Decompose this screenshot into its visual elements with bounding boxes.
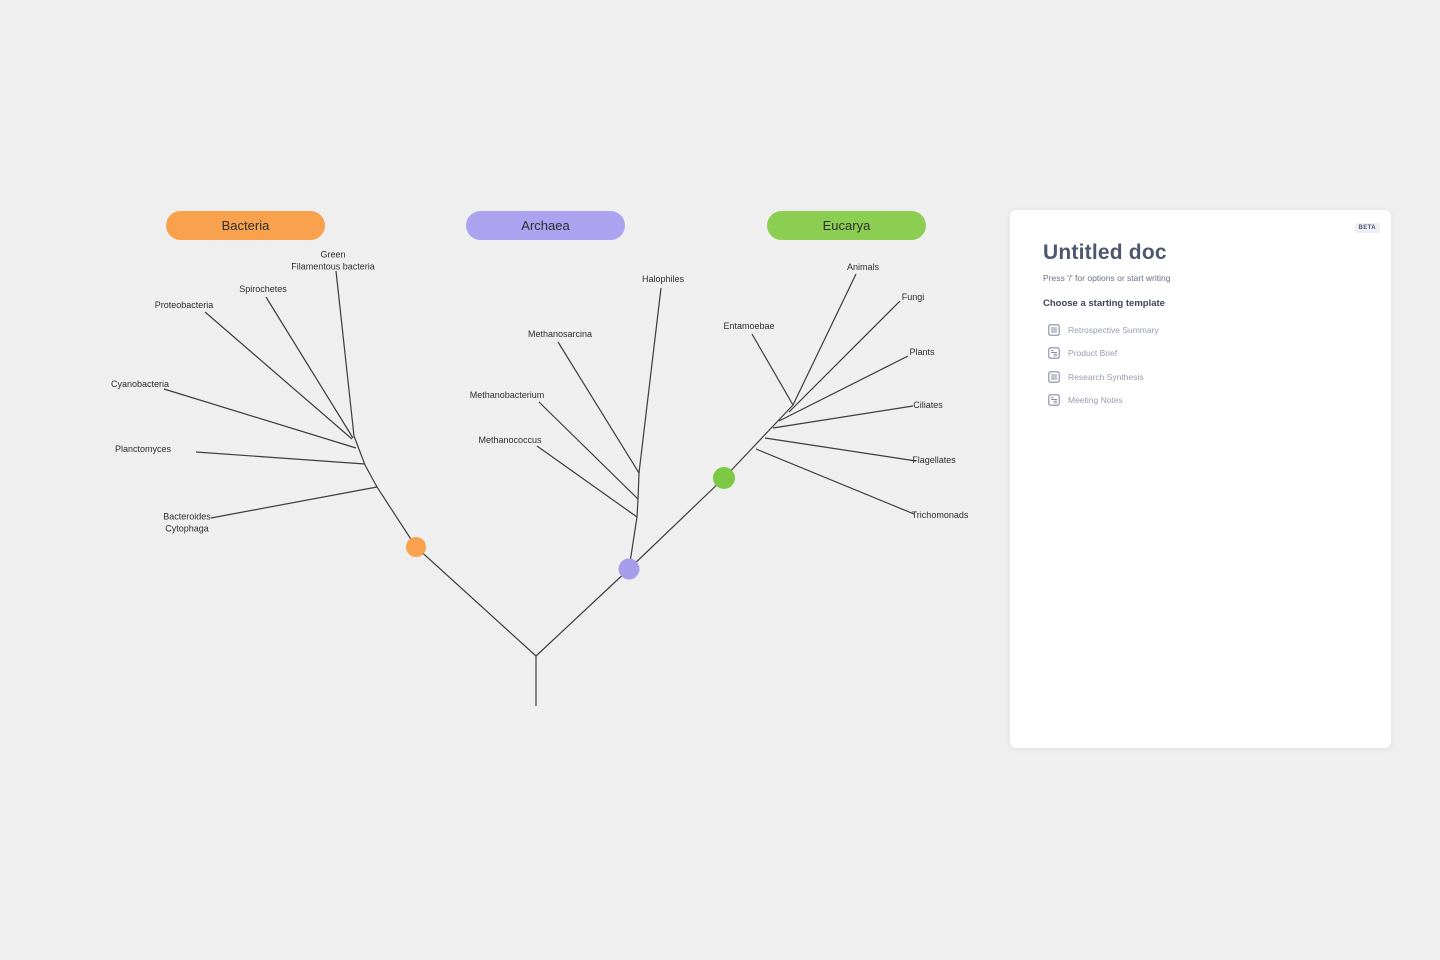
doc-title[interactable]: Untitled doc [1043, 241, 1167, 264]
domain-pill-bacteria[interactable]: Bacteria [166, 211, 325, 240]
taxon-label-green-filamentous[interactable]: Green Filamentous bacteria [291, 249, 375, 271]
domain-pill-eucarya[interactable]: Eucarya [767, 211, 926, 240]
taxon-label-flagellates[interactable]: Flagellates [912, 455, 956, 466]
taxon-label-ciliates[interactable]: Ciliates [913, 400, 943, 411]
templates-heading: Choose a starting template [1043, 298, 1165, 309]
archaea-node[interactable] [618, 558, 640, 580]
template-item-label: Product Brief [1068, 348, 1118, 359]
template-item-retrospective-summary[interactable]: Retrospective Summary [1043, 318, 1358, 342]
branch-trichomonads [755, 448, 915, 515]
bacteria-node[interactable] [406, 537, 426, 557]
document-lines-icon [1048, 324, 1060, 336]
branch-halophiles [638, 287, 662, 474]
taxon-label-bacteroides-cytophaga[interactable]: Bacteroides Cytophaga [163, 511, 211, 533]
branch-methanosarcina [557, 341, 640, 474]
taxon-label-proteobacteria[interactable]: Proteobacteria [154, 300, 214, 311]
branch-methanobacterium [538, 401, 639, 500]
template-list: Retrospective Summary Product Brief Rese… [1043, 318, 1358, 412]
branch-entamoebae [751, 333, 794, 406]
taxon-label-spirochetes[interactable]: Spirochetes [239, 284, 287, 295]
beta-badge: BETA [1354, 223, 1380, 233]
template-item-meeting-notes[interactable]: Meeting Notes [1043, 389, 1358, 413]
template-item-research-synthesis[interactable]: Research Synthesis [1043, 365, 1358, 389]
doc-editor-placeholder[interactable]: Press '/' for options or start writing [1043, 273, 1171, 283]
branch-flagellates [764, 437, 917, 462]
document-text-icon [1048, 394, 1060, 406]
taxon-label-animals[interactable]: Animals [846, 262, 880, 273]
domain-pill-archaea[interactable]: Archaea [466, 211, 625, 240]
taxon-label-methanobacterium[interactable]: Methanobacterium [469, 390, 545, 401]
branch-archaea-stem [628, 472, 640, 570]
taxon-label-methanosarcina[interactable]: Methanosarcina [527, 329, 593, 340]
branch-fungi [788, 300, 901, 413]
taxon-label-cyanobacteria[interactable]: Cyanobacteria [110, 379, 170, 390]
document-lines-icon [1048, 371, 1060, 383]
taxon-label-trichomonads[interactable]: Trichomonads [911, 510, 969, 521]
taxon-label-planctomyces[interactable]: Planctomyces [114, 444, 172, 455]
branch-cyanobacteria [163, 388, 357, 449]
branch-plants [778, 355, 909, 422]
branch-green-filamentous [335, 270, 355, 437]
template-item-product-brief[interactable]: Product Brief [1043, 342, 1358, 366]
tree-nodes [406, 467, 735, 580]
branch-bacteroides [210, 486, 378, 519]
branch-eucarya-stem [535, 404, 794, 657]
tree-branches [163, 270, 917, 706]
branch-proteobacteria [204, 311, 353, 440]
branch-methanococcus [536, 445, 638, 518]
template-item-label: Research Synthesis [1068, 371, 1144, 382]
taxon-label-methanococcus[interactable]: Methanococcus [478, 435, 542, 446]
doc-panel: BETA Untitled doc Press '/' for options … [1010, 210, 1391, 748]
branch-bacteria-stem [353, 435, 537, 657]
taxon-label-fungi[interactable]: Fungi [901, 292, 925, 303]
taxon-label-plants[interactable]: Plants [909, 347, 935, 358]
branch-spirochetes [265, 296, 354, 439]
template-item-label: Meeting Notes [1068, 395, 1123, 406]
taxon-label-halophiles[interactable]: Halophiles [641, 274, 685, 285]
branch-planctomyces [195, 451, 366, 465]
branch-animals [792, 273, 857, 406]
template-item-label: Retrospective Summary [1068, 324, 1159, 335]
eucarya-node[interactable] [713, 467, 735, 489]
taxon-label-entamoebae[interactable]: Entamoebae [723, 321, 775, 332]
document-text-icon [1048, 347, 1060, 359]
branch-ciliates [772, 405, 914, 429]
